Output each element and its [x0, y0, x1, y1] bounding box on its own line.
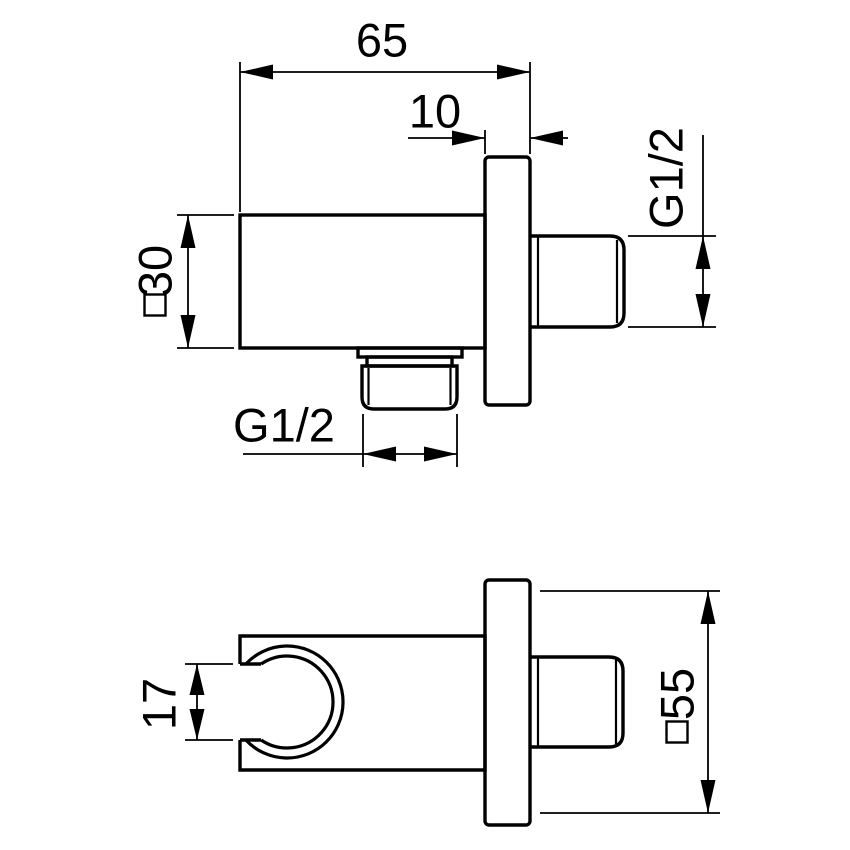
arrowhead-left-icon: [363, 446, 396, 462]
dimension-g12-side: G1/2: [628, 127, 716, 328]
arrowhead-up-icon: [695, 236, 711, 269]
arrowhead-left-icon: [530, 130, 563, 146]
dim-55-label: 55: [651, 668, 704, 720]
arrowhead-up-icon: [700, 591, 716, 624]
arrowhead-right-icon: [424, 446, 457, 462]
dim-65-label: 65: [356, 14, 408, 67]
dimension-65: 65: [239, 14, 531, 212]
dim-g12-bottom-label: G1/2: [233, 399, 335, 452]
dimension-g12-bottom: G1/2: [233, 399, 458, 467]
bottom-thread-connector-outline: [530, 655, 625, 749]
dim-17-label: 17: [133, 678, 186, 730]
cradle-inner-arc: [260, 654, 335, 750]
arrowhead-left-icon: [240, 64, 273, 80]
arrowhead-down-icon: [180, 315, 196, 348]
top-view: 65 10 30 G1/2: [129, 14, 716, 467]
arrowhead-down-icon: [700, 780, 716, 813]
top-body-outline: [238, 213, 487, 350]
arrowhead-right-icon: [452, 130, 485, 146]
dimension-square-55: 55: [540, 590, 720, 814]
top-thread-connector-outline: [530, 234, 626, 329]
arrowhead-up-icon: [189, 664, 205, 695]
bottom-wall-plate: [483, 578, 532, 827]
arrowhead-down-icon: [695, 294, 711, 327]
dim-g12-side-label: G1/2: [640, 127, 693, 229]
dim-30-label: 30: [129, 245, 182, 297]
top-wall-plate: [483, 155, 532, 407]
dimension-square-30: 30: [129, 214, 234, 349]
square-symbol-icon: [143, 293, 167, 317]
square-symbol-icon: [665, 720, 689, 744]
dim-10-label: 10: [409, 85, 461, 138]
arrowhead-down-icon: [189, 709, 205, 740]
dimension-17: 17: [133, 663, 233, 741]
top-outlet-thread-outline: [360, 364, 459, 411]
arrowhead-right-icon: [497, 64, 530, 80]
arrowhead-up-icon: [180, 215, 196, 248]
bottom-view: 17 55: [133, 578, 720, 827]
dimension-10: 10: [408, 85, 568, 154]
cradle-outer-arc: [244, 644, 345, 760]
